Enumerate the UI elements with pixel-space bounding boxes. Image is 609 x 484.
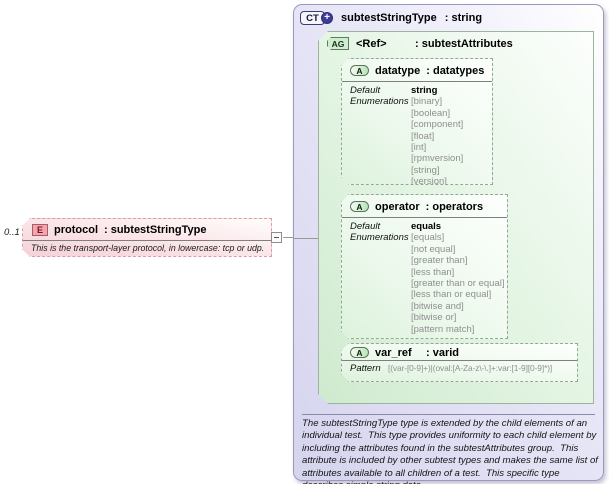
attribute-title-row: A var_ref : varid [342, 344, 577, 360]
attribute-node-operator[interactable]: A operator : operators Default equals En… [341, 194, 508, 339]
facet-table: Default string Enumerations [binary] [bo… [342, 82, 492, 188]
default-value: string [411, 85, 438, 96]
attribute-name: operator [375, 200, 420, 213]
enumeration-value: [int] [411, 142, 427, 154]
enumeration-value: [boolean] [411, 107, 451, 119]
enumeration-value: [pattern match] [411, 323, 475, 335]
documentation-divider [302, 414, 595, 415]
enumeration-value: [less than or equal] [411, 289, 492, 301]
enumeration-value: [bitwise or] [411, 312, 457, 324]
enumeration-value: [equals] [411, 232, 445, 244]
attribute-badge-icon: A [350, 201, 369, 212]
attribute-group-node[interactable]: AG <Ref> : subtestAttributes A datatype … [318, 31, 594, 404]
attribute-title-row: A operator : operators [342, 195, 507, 217]
enumeration-list: [equals] [not equal] [greater than] [les… [411, 232, 504, 335]
complex-type-node[interactable]: CT + subtestStringType : string AG <Ref>… [293, 4, 604, 484]
element-badge-icon: E [32, 224, 48, 236]
complex-type-name: subtestStringType [341, 12, 437, 24]
enumeration-value: [greater than] [411, 255, 468, 267]
default-label: Default [350, 221, 381, 232]
attribute-title-row: A datatype : datatypes [342, 59, 492, 81]
enumeration-value: [binary] [411, 96, 443, 108]
attribute-divider [342, 360, 577, 361]
pattern-value: [(var-[0-9]+)|(oval:[A-Za-z\-\.]+:var:[1… [388, 363, 553, 373]
attribute-group-header: AG <Ref> : subtestAttributes [327, 37, 513, 50]
element-node-protocol[interactable]: E protocol : subtestStringType This is t… [22, 218, 272, 257]
complex-type-base: : string [444, 12, 483, 24]
pattern-label: Pattern [350, 363, 381, 374]
enumeration-value: [less than] [411, 266, 455, 278]
enumeration-value: [component] [411, 119, 464, 131]
collapse-handle[interactable] [271, 232, 282, 243]
attribute-node-var-ref[interactable]: A var_ref : varid Pattern [(var-[0-9]+)|… [341, 343, 578, 382]
element-divider [23, 240, 271, 241]
enumeration-value: [bitwise and] [411, 300, 464, 312]
attribute-name: var_ref [375, 346, 412, 359]
attribute-divider [342, 217, 507, 218]
element-type: : subtestStringType [104, 224, 207, 236]
cardinality-label: 0..1 [4, 227, 20, 238]
connector-line [283, 237, 293, 238]
attribute-divider [342, 81, 492, 82]
enumeration-value: [string] [411, 164, 440, 176]
facet-table: Pattern [(var-[0-9]+)|(oval:[A-Za-z\-\.]… [342, 361, 577, 374]
default-value: equals [411, 221, 442, 232]
element-title-row: E protocol : subtestStringType [23, 219, 271, 240]
enumeration-value: [rpmversion] [411, 153, 464, 165]
element-name: protocol [54, 224, 98, 236]
default-label: Default [350, 85, 381, 96]
documentation-text: The subtestStringType type is extended b… [302, 418, 598, 484]
enumeration-value: [version] [411, 176, 447, 188]
enumeration-value: [float] [411, 130, 435, 142]
complex-type-header: CT + subtestStringType : string [300, 11, 482, 25]
enumeration-value: [greater than or equal] [411, 278, 505, 290]
attribute-type: : operators [425, 200, 484, 213]
enumeration-list: [binary] [boolean] [component] [float] [… [411, 96, 488, 187]
attribute-group-badge-icon: AG [327, 37, 349, 50]
attribute-group-ref: <Ref> [356, 37, 387, 50]
attribute-type: : varid [426, 346, 460, 359]
attribute-group-type: : subtestAttributes [415, 37, 513, 50]
attribute-type: : datatypes [426, 64, 485, 77]
attribute-name: datatype [375, 64, 421, 77]
enumerations-label: Enumerations [350, 96, 409, 108]
attribute-node-datatype[interactable]: A datatype : datatypes Default string En… [341, 58, 493, 185]
attribute-badge-icon: A [350, 65, 369, 76]
connector-line-inner [294, 238, 318, 239]
expand-plus-icon[interactable]: + [321, 12, 333, 24]
attribute-badge-icon: A [350, 347, 369, 358]
enumerations-label: Enumerations [350, 232, 409, 244]
facet-table: Default equals Enumerations [equals] [no… [342, 218, 507, 335]
minus-icon [274, 237, 279, 238]
element-annotation: This is the transport-layer protocol, in… [31, 243, 265, 253]
enumeration-value: [not equal] [411, 243, 456, 255]
